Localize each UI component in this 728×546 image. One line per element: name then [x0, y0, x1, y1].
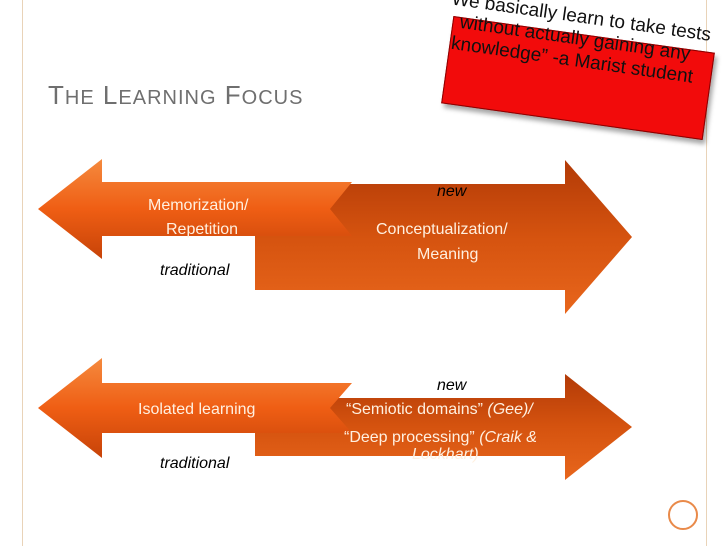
right-border-line	[706, 0, 707, 546]
arrow2-right-arrow	[255, 374, 632, 480]
arrow2-right-label-line1: “Semiotic domains” (Gee)/	[346, 401, 533, 418]
arrow1-new-tag: new	[437, 183, 467, 200]
left-border-line	[22, 0, 23, 546]
arrow2-new-tag: new	[437, 377, 467, 394]
arrow2-right-label-line2: “Deep processing” (Craik &	[344, 429, 537, 446]
arrow1-left-arrow	[38, 159, 352, 259]
arrow1-right-label-line1: Conceptualization/	[376, 221, 508, 238]
slide-title: THE LEARNING FOCUS	[48, 80, 304, 110]
arrow1-right-label-line2: Meaning	[417, 246, 479, 263]
arrow1-right-arrow	[255, 160, 632, 314]
arrow1-left-label-line1: Memorization/	[148, 197, 249, 214]
decorative-circle	[668, 500, 698, 530]
arrow2-right-label-line3: Lockhart)	[412, 446, 479, 463]
arrow2-left-label: Isolated learning	[138, 401, 256, 418]
arrow2-left-arrow	[38, 358, 352, 458]
arrow1-traditional-tag: traditional	[160, 262, 230, 279]
arrow1-left-label-line2: Repetition	[166, 221, 239, 238]
arrow2-traditional-tag: traditional	[160, 455, 230, 472]
